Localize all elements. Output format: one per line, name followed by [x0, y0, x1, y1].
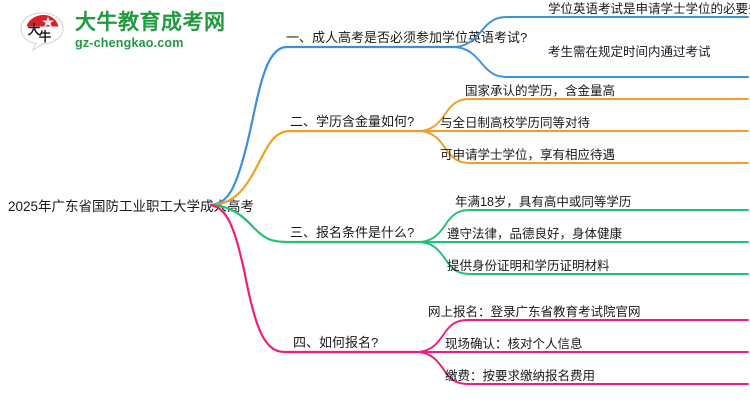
branch-3-label: 三、报名条件是什么? — [290, 225, 414, 240]
branch-1-label: 一、成人高考是否必须参加学位英语考试? — [286, 30, 527, 45]
branch-2-leaf-2-label: 与全日制高校学历同等对待 — [440, 115, 591, 130]
mindmap-branch-2[interactable]: 二、学历含金量如何? 国家承认的学历，含金量高 与全日制高校学历同等对待 可申请… — [209, 83, 749, 207]
branch-1-leaf-1-label: 学位英语考试是申请学士学位的必要条件 — [548, 1, 750, 16]
branch-4-leaf-2-label: 现场确认：核对个人信息 — [445, 336, 583, 351]
mindmap-branch-3[interactable]: 三、报名条件是什么? 年满18岁，具有高中或同等学历 遵守法律，品德良好，身体健… — [209, 194, 749, 275]
branch-4-leaf-1-connector — [417, 319, 749, 353]
branch-2-leaf-3-connector — [419, 130, 749, 164]
site-logo: 大 牛 大牛教育成考网 gz-chengkao.com — [18, 10, 226, 52]
branch-2-label: 二、学历含金量如何? — [290, 114, 414, 129]
branch-2-leaf-3-label: 可申请学士学位，享有相应待遇 — [440, 147, 615, 162]
branch-4-leaf-1-label: 网上报名：登录广东省教育考试院官网 — [428, 304, 641, 319]
branch-3-leaf-1-label: 年满18岁，具有高中或同等学历 — [455, 194, 631, 209]
branch-4-connector — [209, 203, 420, 354]
daniu-seal-icon: 大 牛 — [18, 10, 66, 52]
branch-3-leaf-3-label: 提供身份证明和学历证明材料 — [447, 258, 610, 273]
svg-text:牛: 牛 — [39, 29, 52, 44]
logo-wordmark: 大牛教育成考网 gz-chengkao.com — [75, 12, 226, 50]
mindmap-branch-1[interactable]: 一、成人高考是否必须参加学位英语考试? 学位英语考试是申请学士学位的必要条件 考… — [209, 1, 750, 207]
branch-4-leaf-3-connector — [417, 351, 749, 385]
logo-title: 大牛教育成考网 — [75, 11, 226, 35]
svg-text:大: 大 — [28, 22, 41, 37]
root-label: 2025年广东省国防工业职工大学成人高考 — [8, 198, 254, 214]
branch-1-leaf-2-connector — [454, 46, 749, 78]
branch-2-connector — [209, 129, 422, 207]
branch-4-leaf-3-label: 缴费：按要求缴纳报名费用 — [445, 368, 595, 383]
branch-4-label: 四、如何报名? — [293, 335, 378, 350]
logo-domain: gz-chengkao.com — [75, 36, 184, 51]
branch-1-connector — [209, 45, 457, 207]
branch-3-leaf-3-connector — [419, 241, 749, 275]
mindmap-root-node[interactable]: 2025年广东省国防工业职工大学成人高考 — [8, 198, 254, 214]
branch-3-leaf-2-label: 遵守法律，品德良好，身体健康 — [447, 226, 623, 241]
branch-2-leaf-1-label: 国家承认的学历，含金量高 — [465, 83, 615, 98]
branch-1-leaf-2-label: 考生需在规定时间内通过考试 — [548, 44, 711, 59]
branch-2-leaf-1-connector — [419, 98, 749, 132]
branch-3-leaf-1-connector — [419, 209, 749, 243]
branch-3-connector — [209, 203, 422, 244]
mindmap-branch-4[interactable]: 四、如何报名? 网上报名：登录广东省教育考试院官网 现场确认：核对个人信息 缴费… — [209, 203, 749, 385]
branch-1-leaf-1-connector — [454, 16, 749, 48]
